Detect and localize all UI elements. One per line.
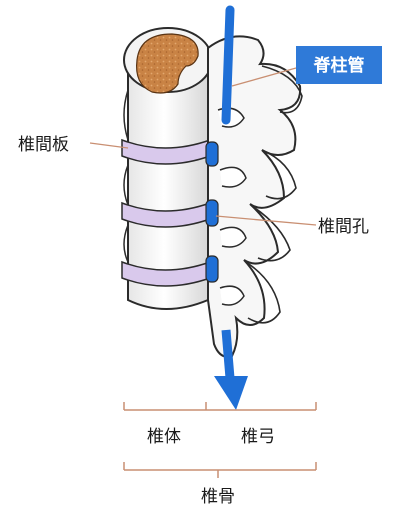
spinal-canal-label: 脊柱管 xyxy=(313,55,365,76)
intervertebral-foramen-label: 椎間孔 xyxy=(318,217,369,237)
body-arch-bracket xyxy=(124,402,316,410)
vertebral-arch xyxy=(208,36,302,356)
vertebral-body-label: 椎体 xyxy=(147,427,181,447)
vertebral-arch-label: 椎弓 xyxy=(241,427,275,447)
vertebra-label: 椎骨 xyxy=(201,487,235,507)
vertebra-cross-section xyxy=(124,28,212,93)
spinal-canal-badge: 脊柱管 xyxy=(296,46,382,84)
intervertebral-disc-label: 椎間板 xyxy=(18,135,69,155)
intervertebral-foramen-openings xyxy=(206,142,218,282)
vertebra-bracket xyxy=(124,462,316,478)
